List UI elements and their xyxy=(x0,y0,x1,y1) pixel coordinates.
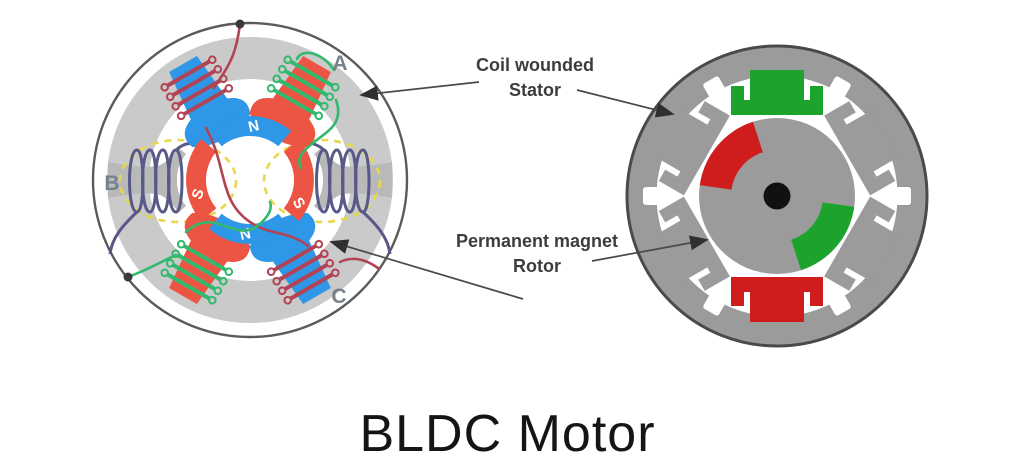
slot-notches xyxy=(643,76,911,316)
flux-ellipse-left xyxy=(118,138,238,224)
stator-arrow-left xyxy=(359,81,480,101)
pole-windings xyxy=(160,239,234,305)
rotor-magnet-red xyxy=(699,121,763,190)
left-pole xyxy=(108,148,186,212)
rotor-magnet-s-right xyxy=(283,138,314,222)
flux-line-ellipses xyxy=(118,138,382,224)
rotor-magnet-s-left xyxy=(186,138,217,222)
stator-callout-line1: Coil wounded xyxy=(476,55,594,75)
left-gray-poles xyxy=(108,148,392,212)
rotor-callout-line1: Permanent magnet xyxy=(456,231,618,251)
phase-wires xyxy=(126,22,380,279)
right-pole xyxy=(314,148,392,212)
right-motor-simplified xyxy=(625,44,929,348)
coil-lead xyxy=(361,210,392,255)
crimson-wires xyxy=(204,22,380,270)
left-motor-cross-section: N S N S xyxy=(91,19,409,339)
energized-pole-bottom-red xyxy=(731,277,823,322)
rotor-arrow-left xyxy=(329,239,524,300)
phase-label-b: B xyxy=(104,172,119,195)
rotor-magnet-green xyxy=(791,202,855,271)
plain-poles xyxy=(654,101,900,291)
rotor-magnet-ring: N S N S xyxy=(186,116,314,244)
annotation-texts: Coil wounded Stator Permanent magnet Rot… xyxy=(456,55,618,276)
right-stator-poles xyxy=(654,70,900,322)
flux-ellipse-right xyxy=(262,138,382,224)
coil-loop xyxy=(167,148,184,214)
pole-windings xyxy=(266,239,340,305)
coil-lead xyxy=(108,210,139,255)
figure-title: BLDC Motor xyxy=(359,405,656,463)
rotor-arrow-right xyxy=(591,235,709,262)
phase-label-c: C xyxy=(331,285,346,308)
energized-pole-top-green xyxy=(731,70,823,115)
phase-b-coils xyxy=(108,142,392,255)
green-wires xyxy=(126,51,340,279)
terminal-dot-top xyxy=(235,19,245,29)
annotation-leaders xyxy=(329,81,709,300)
pole-windings xyxy=(160,55,234,121)
rotor-callout-line2: Rotor xyxy=(513,256,561,276)
phase-label-a: A xyxy=(332,52,347,75)
pole-windings xyxy=(266,55,340,121)
terminal-dot-left xyxy=(123,272,133,282)
coil-loop xyxy=(354,148,371,214)
rotor-shaft-dot xyxy=(763,182,791,210)
rotor-label-n-top: N xyxy=(247,117,261,136)
stator-callout-line2: Stator xyxy=(509,80,561,100)
stator-arrow-right xyxy=(576,89,675,118)
rotor-magnet-n-top xyxy=(208,116,292,147)
